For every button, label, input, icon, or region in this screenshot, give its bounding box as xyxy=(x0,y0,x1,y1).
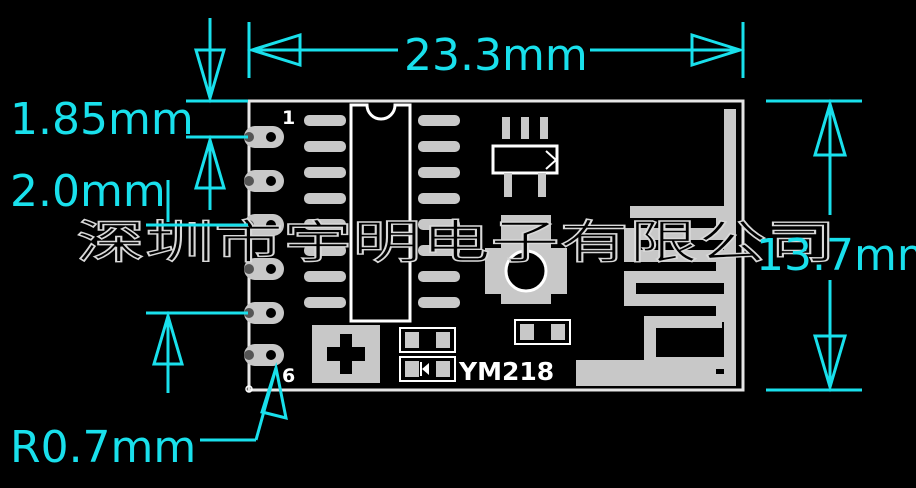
radius-dimension-label: R0.7mm xyxy=(10,422,196,473)
pad-4 xyxy=(244,258,284,280)
edge-pads xyxy=(244,126,284,366)
smd-resistor-2 xyxy=(514,319,571,345)
smd-resistor-1 xyxy=(399,327,456,353)
top-margin-dimension-label: 1.85mm xyxy=(10,94,194,145)
pad-1 xyxy=(244,126,284,148)
pad-3 xyxy=(244,214,284,236)
antenna-feed xyxy=(576,360,716,380)
dimension-lines xyxy=(146,18,862,442)
connector-pad xyxy=(312,325,380,383)
pin-6-label: 6 xyxy=(282,365,295,387)
ic-footprint xyxy=(304,103,460,323)
pin-1-label: 1 xyxy=(282,107,295,129)
corner-radius-mark xyxy=(245,385,253,393)
pad-6 xyxy=(244,344,284,366)
part-label: YM218 xyxy=(458,357,554,386)
width-dimension-label: 23.3mm xyxy=(404,30,588,81)
transistor-footprint xyxy=(491,117,559,239)
pad-2 xyxy=(244,170,284,192)
height-dimension-label: 13.7mm xyxy=(756,230,916,281)
pad-5 xyxy=(244,302,284,324)
company-watermark: 深圳市宇明电子有限公司 xyxy=(76,215,836,269)
pitch-dimension-label: 2.0mm xyxy=(10,166,166,217)
smd-diode xyxy=(399,356,456,382)
crystal-footprint xyxy=(485,236,567,304)
ic-body-outline xyxy=(349,103,412,323)
